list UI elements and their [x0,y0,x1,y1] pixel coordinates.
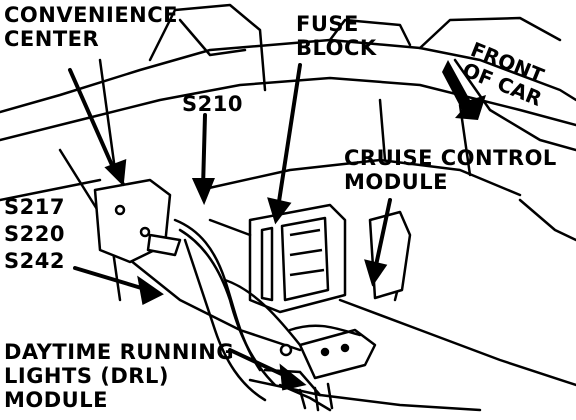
label-line: BLOCK [296,36,377,60]
label-line: CRUISE CONTROL [344,146,557,170]
label-cruise-control-module: CRUISE CONTROL MODULE [344,146,557,194]
splice-arrowhead-icon [137,275,164,305]
label-drl-module: DAYTIME RUNNING LIGHTS (DRL) MODULE [4,340,234,412]
convenience-center-component [93,178,182,264]
drl-arrowhead-icon [279,363,307,391]
cruise-control-module-component [368,210,412,300]
wiring-harness [173,218,362,412]
label-line: DAYTIME RUNNING [4,340,235,364]
cruise-control-arrowhead-icon [364,259,388,287]
label-line: MODULE [344,170,448,194]
s210-arrowhead-icon [191,178,215,206]
label-splice-s217: S217 [4,195,65,219]
label-fuse-block: FUSE BLOCK [296,12,377,60]
label-line: MODULE [4,388,108,412]
label-line: CONVENIENCE [4,3,179,27]
label-line: FUSE [296,12,359,36]
leader-arrows [68,63,392,391]
fuse-block-component [248,203,347,314]
label-s210: S210 [182,92,243,116]
drl-module-component [298,328,377,380]
label-line: CENTER [4,27,100,51]
convenience-center-arrowhead-icon [104,158,127,187]
label-splice-s220: S220 [4,222,65,246]
front-of-car-arrow-icon [442,60,486,120]
label-line: LIGHTS (DRL) [4,364,169,388]
label-convenience-center: CONVENIENCE CENTER [4,3,178,51]
fuse-block-arrowhead-icon [267,197,292,225]
label-splice-s242: S242 [4,249,65,273]
label-splices: S217 S220 S242 [4,194,65,275]
